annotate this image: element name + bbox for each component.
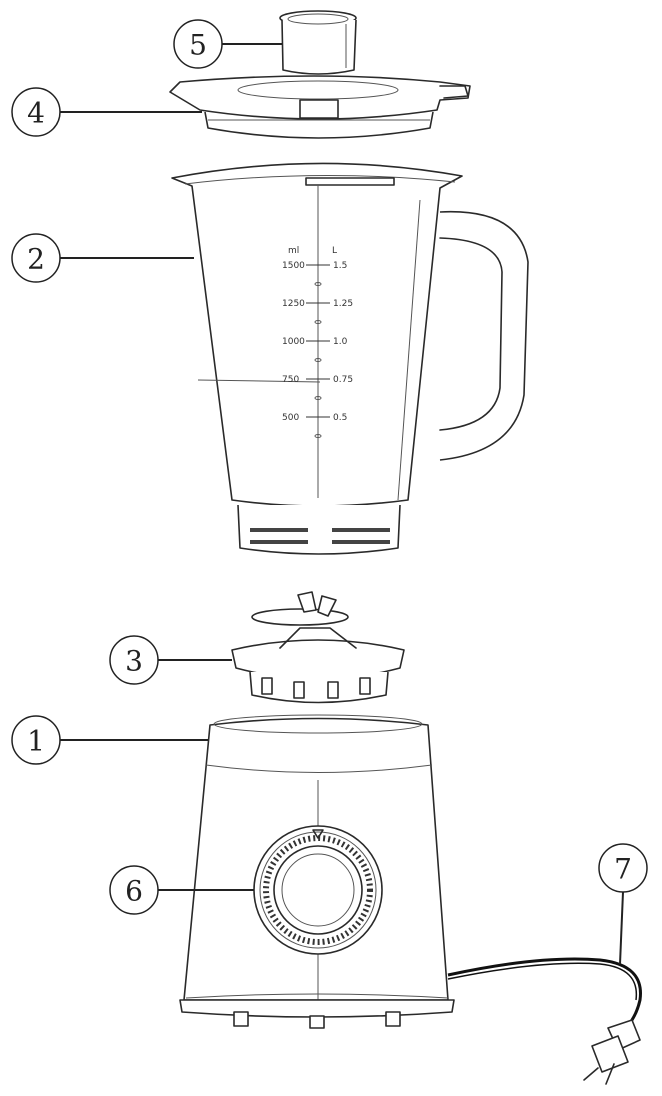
scale-mark-l: 1.5 (333, 261, 347, 271)
callout-1-label: 1 (27, 725, 45, 758)
callout-1: 1 (11, 715, 61, 765)
scale-minor-mark (314, 396, 322, 400)
scale-mark-ml: 500 (282, 413, 299, 423)
scale-minor-mark (314, 434, 322, 438)
scale-mark-l: 0.5 (333, 413, 347, 423)
callout-6: 6 (109, 865, 159, 915)
leader-line-7 (619, 891, 624, 965)
measurement-scale: ml L 1500 1.5 1250 1.25 1000 1.0 750 0.75 500 0.5 (282, 246, 353, 438)
scale-mark-l: 1.25 (333, 299, 353, 309)
scale-mark-ml: 1250 (282, 299, 305, 309)
control-knob (253, 825, 383, 955)
callout-4: 4 (11, 87, 61, 137)
scale-unit-ml: ml (288, 246, 299, 256)
scale-mark-l: 0.75 (333, 375, 353, 385)
callout-5-label: 5 (189, 29, 207, 62)
scale-mark-l: 1.0 (333, 337, 348, 347)
callout-5: 5 (173, 19, 223, 69)
callout-2: 2 (11, 233, 61, 283)
scale-minor-mark (314, 320, 322, 324)
power-cord (447, 957, 642, 1032)
scale-minor-mark (314, 358, 322, 362)
callout-4-label: 4 (27, 97, 45, 130)
power-plug (583, 1019, 641, 1085)
callout-3-label: 3 (125, 645, 143, 678)
blender-jug (171, 162, 529, 555)
callout-7: 7 (598, 843, 648, 893)
scale-minor-mark (314, 282, 322, 286)
blade-assembly (231, 591, 405, 704)
callout-2-label: 2 (27, 243, 45, 276)
callout-6-label: 6 (125, 875, 143, 908)
jug-lid (169, 75, 471, 139)
scale-mark-ml: 750 (282, 375, 299, 385)
scale-mark-ml: 1500 (282, 261, 305, 271)
callout-3: 3 (109, 635, 159, 685)
scale-unit-l: L (332, 246, 337, 256)
callout-7-label: 7 (614, 853, 632, 886)
measuring-cap (279, 10, 357, 75)
scale-mark-ml: 1000 (282, 337, 305, 347)
